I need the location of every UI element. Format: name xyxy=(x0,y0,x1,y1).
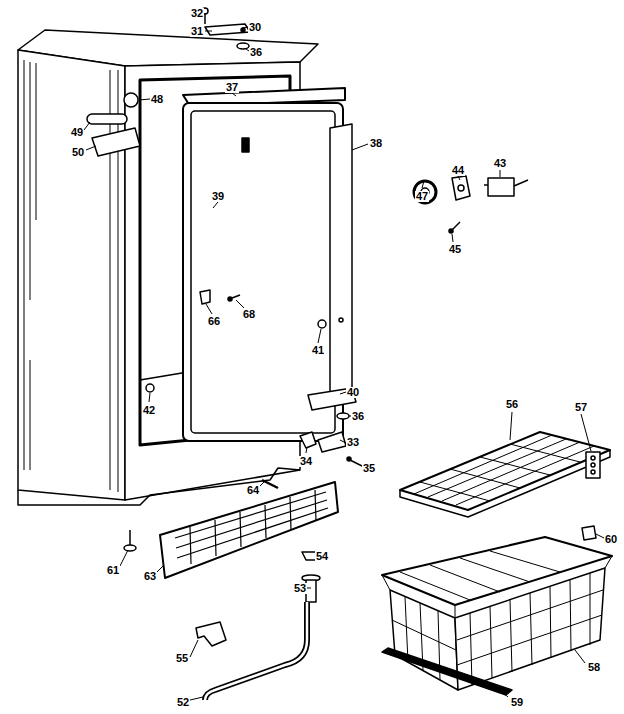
callout-number: 37 xyxy=(225,82,239,93)
callout-number: 60 xyxy=(604,534,618,545)
callout-number: 43 xyxy=(493,158,507,169)
callout-number: 56 xyxy=(505,399,519,410)
callout-number: 53 xyxy=(293,583,307,594)
callout-number: 58 xyxy=(587,662,601,673)
callout-number: 68 xyxy=(242,309,256,320)
callout-number: 63 xyxy=(143,571,157,582)
callout-number: 44 xyxy=(451,165,465,176)
callout-number: 45 xyxy=(448,244,462,255)
callout-number: 49 xyxy=(70,127,84,138)
callout-number: 36 xyxy=(351,411,365,422)
callout-number: 41 xyxy=(311,345,325,356)
callout-number: 34 xyxy=(299,456,313,467)
callout-number: 61 xyxy=(106,565,120,576)
callout-number: 54 xyxy=(315,551,329,562)
callout-number: 40 xyxy=(346,387,360,398)
callout-number: 39 xyxy=(211,191,225,202)
callout-number: 36 xyxy=(249,47,263,58)
callout-number: 59 xyxy=(510,697,524,708)
callout-number: 52 xyxy=(176,697,190,708)
callout-number: 33 xyxy=(346,437,360,448)
callout-number: 32 xyxy=(190,8,204,19)
callout-number: 64 xyxy=(246,485,260,496)
callout-number: 38 xyxy=(369,138,383,149)
side-hatching xyxy=(24,60,118,492)
callout-number: 55 xyxy=(175,653,189,664)
callout-number: 48 xyxy=(150,94,164,105)
callout-number: 30 xyxy=(248,22,262,33)
callout-number: 66 xyxy=(207,316,221,327)
callout-number: 31 xyxy=(190,26,204,37)
callout-number: 50 xyxy=(71,147,85,158)
callout-number: 35 xyxy=(362,463,376,474)
callout-number: 57 xyxy=(574,402,588,413)
callout-number: 47 xyxy=(415,191,429,202)
callout-number: 42 xyxy=(142,405,156,416)
